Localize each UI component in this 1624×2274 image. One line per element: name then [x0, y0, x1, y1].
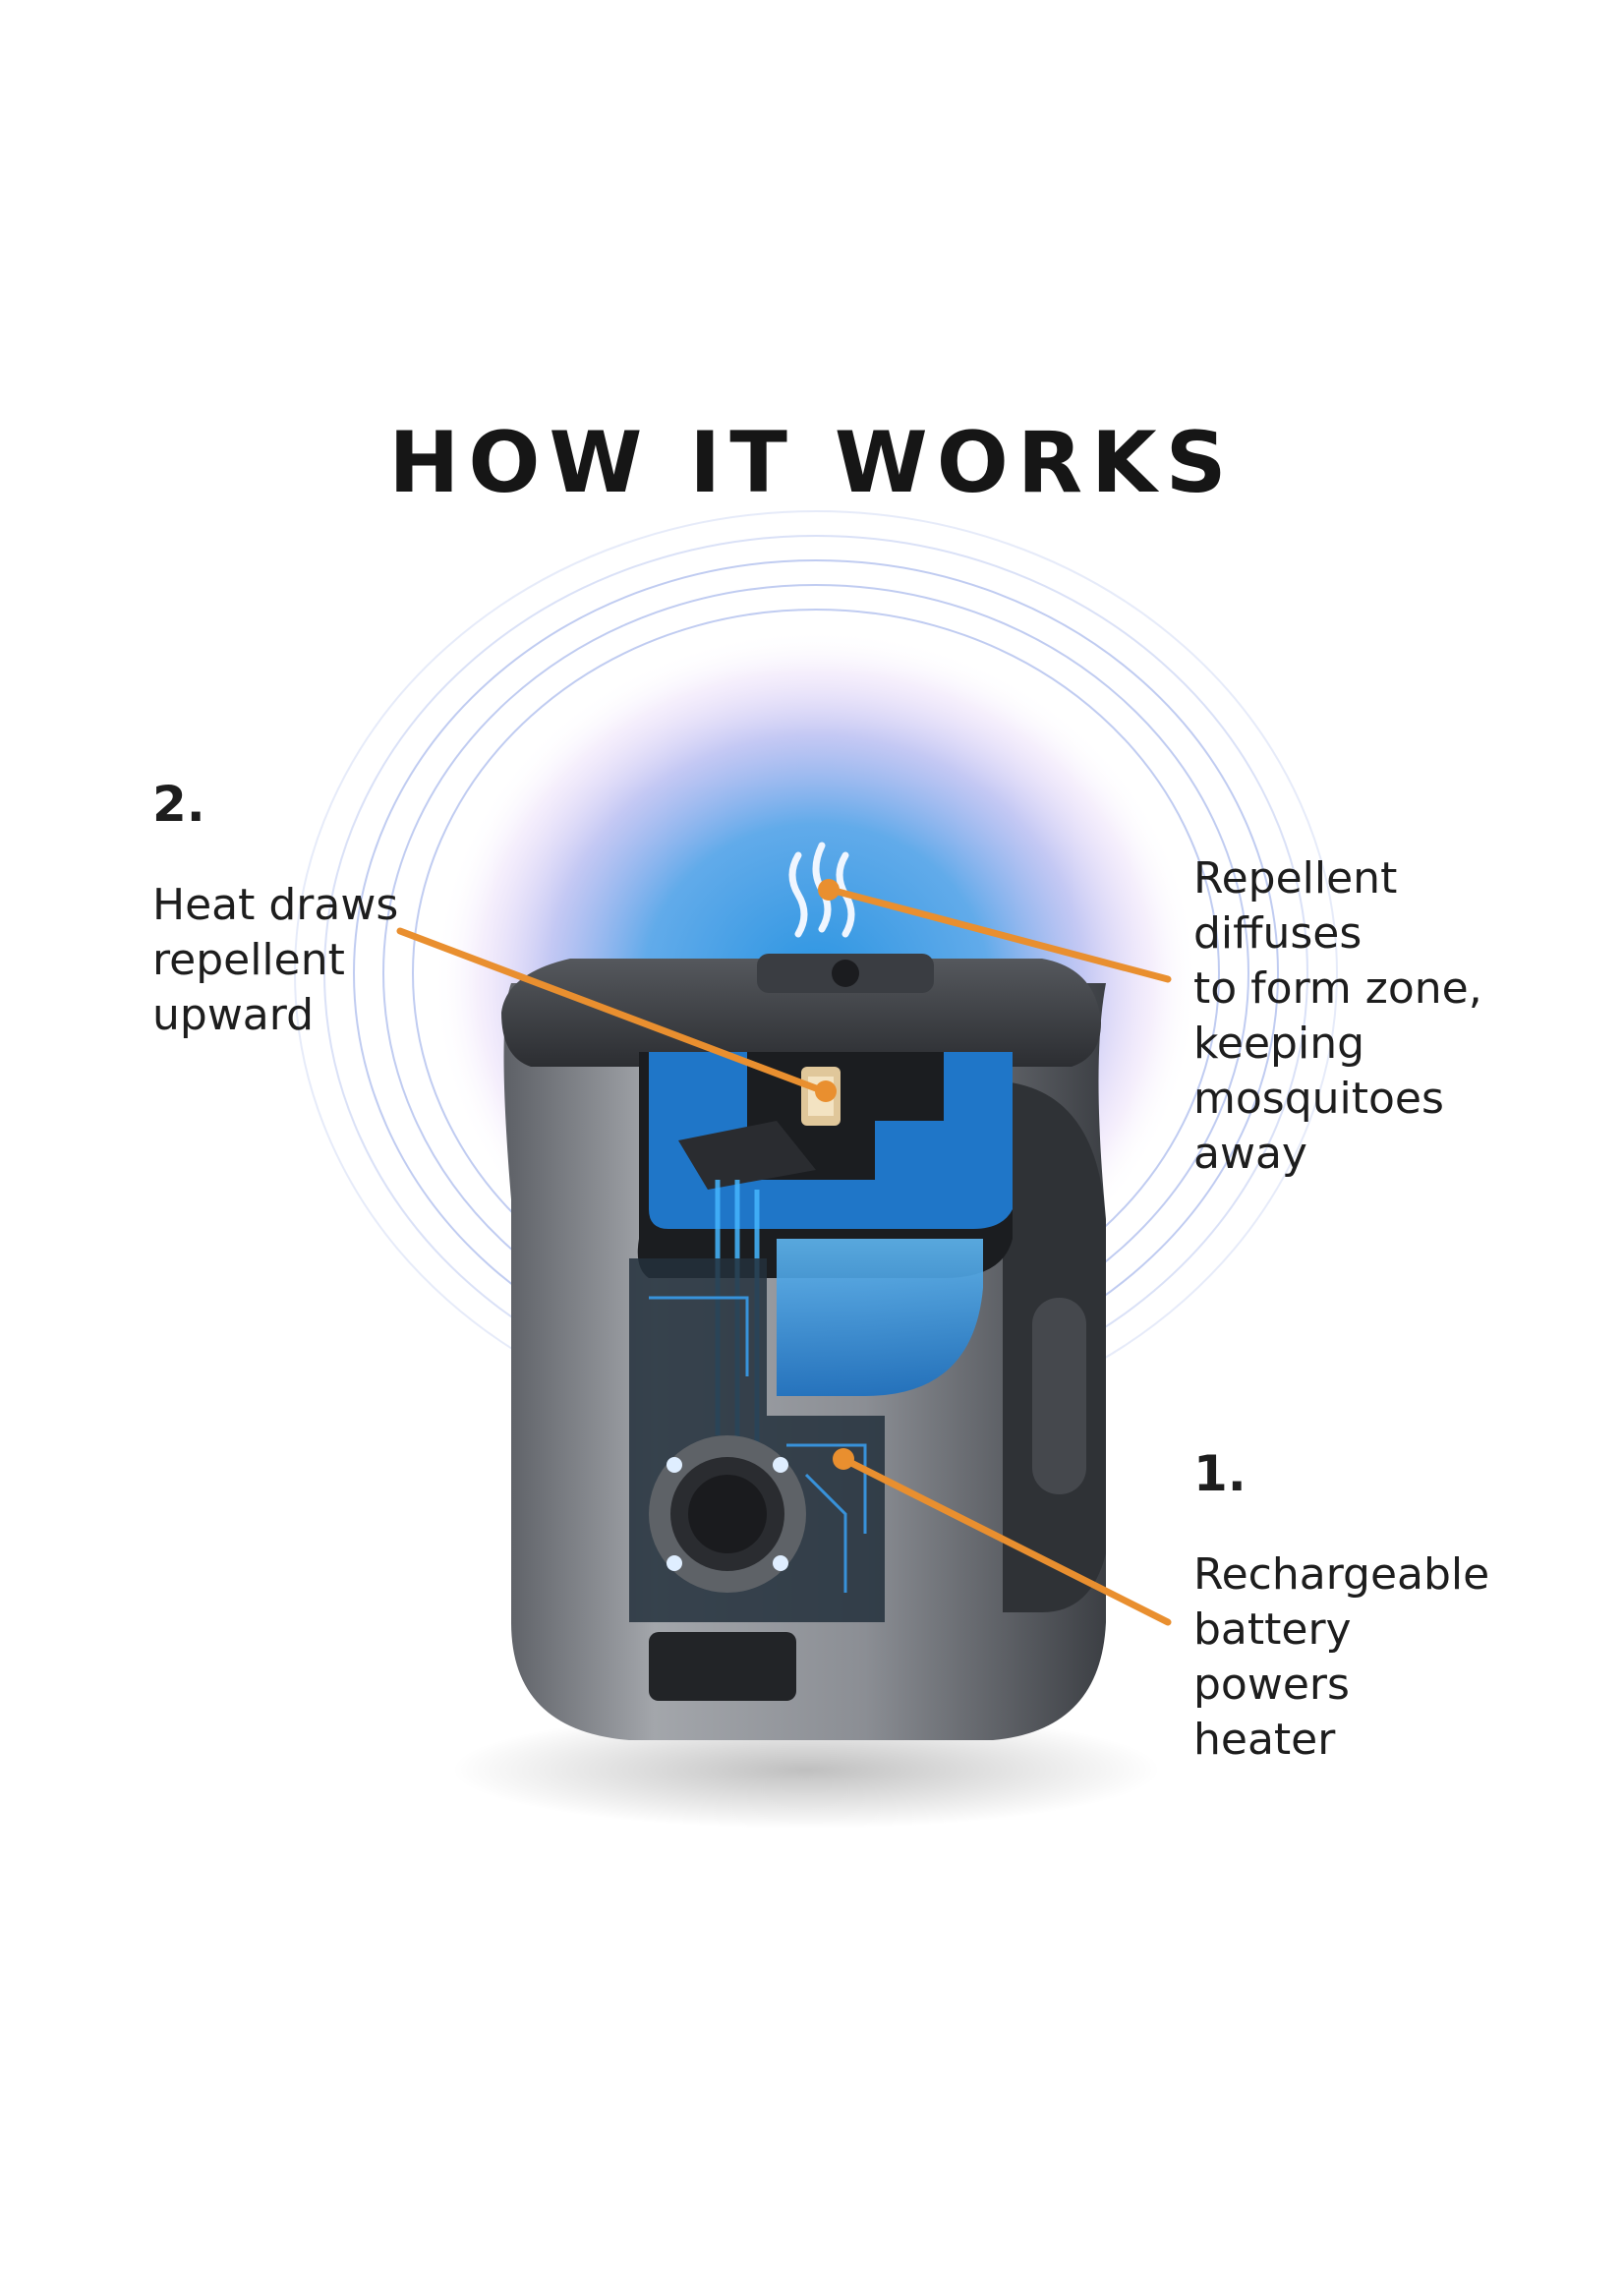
page-title: HOW IT WORKS: [388, 414, 1236, 512]
callout-battery-line: battery: [1193, 1604, 1352, 1655]
vapor-marker: [818, 879, 840, 901]
callout-heat-line: repellent: [152, 935, 345, 985]
step-number-1: 1.: [1193, 1445, 1247, 1502]
callout-heat-line: Heat draws: [152, 880, 399, 930]
callout-battery-line: Rechargeable: [1193, 1549, 1490, 1600]
callout-battery-line: powers: [1193, 1660, 1350, 1710]
callout-heat: 2. Heat draws repellent upward: [152, 780, 398, 1043]
callout-diffuse-line: Repellent: [1193, 853, 1398, 904]
callout-diffuse-line: diffuses: [1193, 908, 1363, 959]
callout-leader-lines: [396, 886, 1172, 1626]
callout-diffuse: Repellent diffuses to form zone, keeping…: [1193, 851, 1482, 1182]
callout-diffuse-line: mosquitoes: [1193, 1074, 1444, 1124]
callout-diffuse-line: away: [1193, 1129, 1307, 1179]
callout-heat-line: upward: [152, 990, 315, 1040]
cutaway-interior: [629, 1052, 1013, 1622]
step-number-2: 2.: [152, 776, 205, 833]
heater-marker: [815, 1080, 837, 1102]
callout-diffuse-line: to form zone,: [1193, 963, 1482, 1014]
callout-battery-line: heater: [1193, 1715, 1336, 1765]
battery-marker: [833, 1448, 854, 1470]
callout-diffuse-line: keeping: [1193, 1019, 1365, 1069]
callout-battery: 1. Rechargeable battery powers heater: [1193, 1449, 1489, 1768]
